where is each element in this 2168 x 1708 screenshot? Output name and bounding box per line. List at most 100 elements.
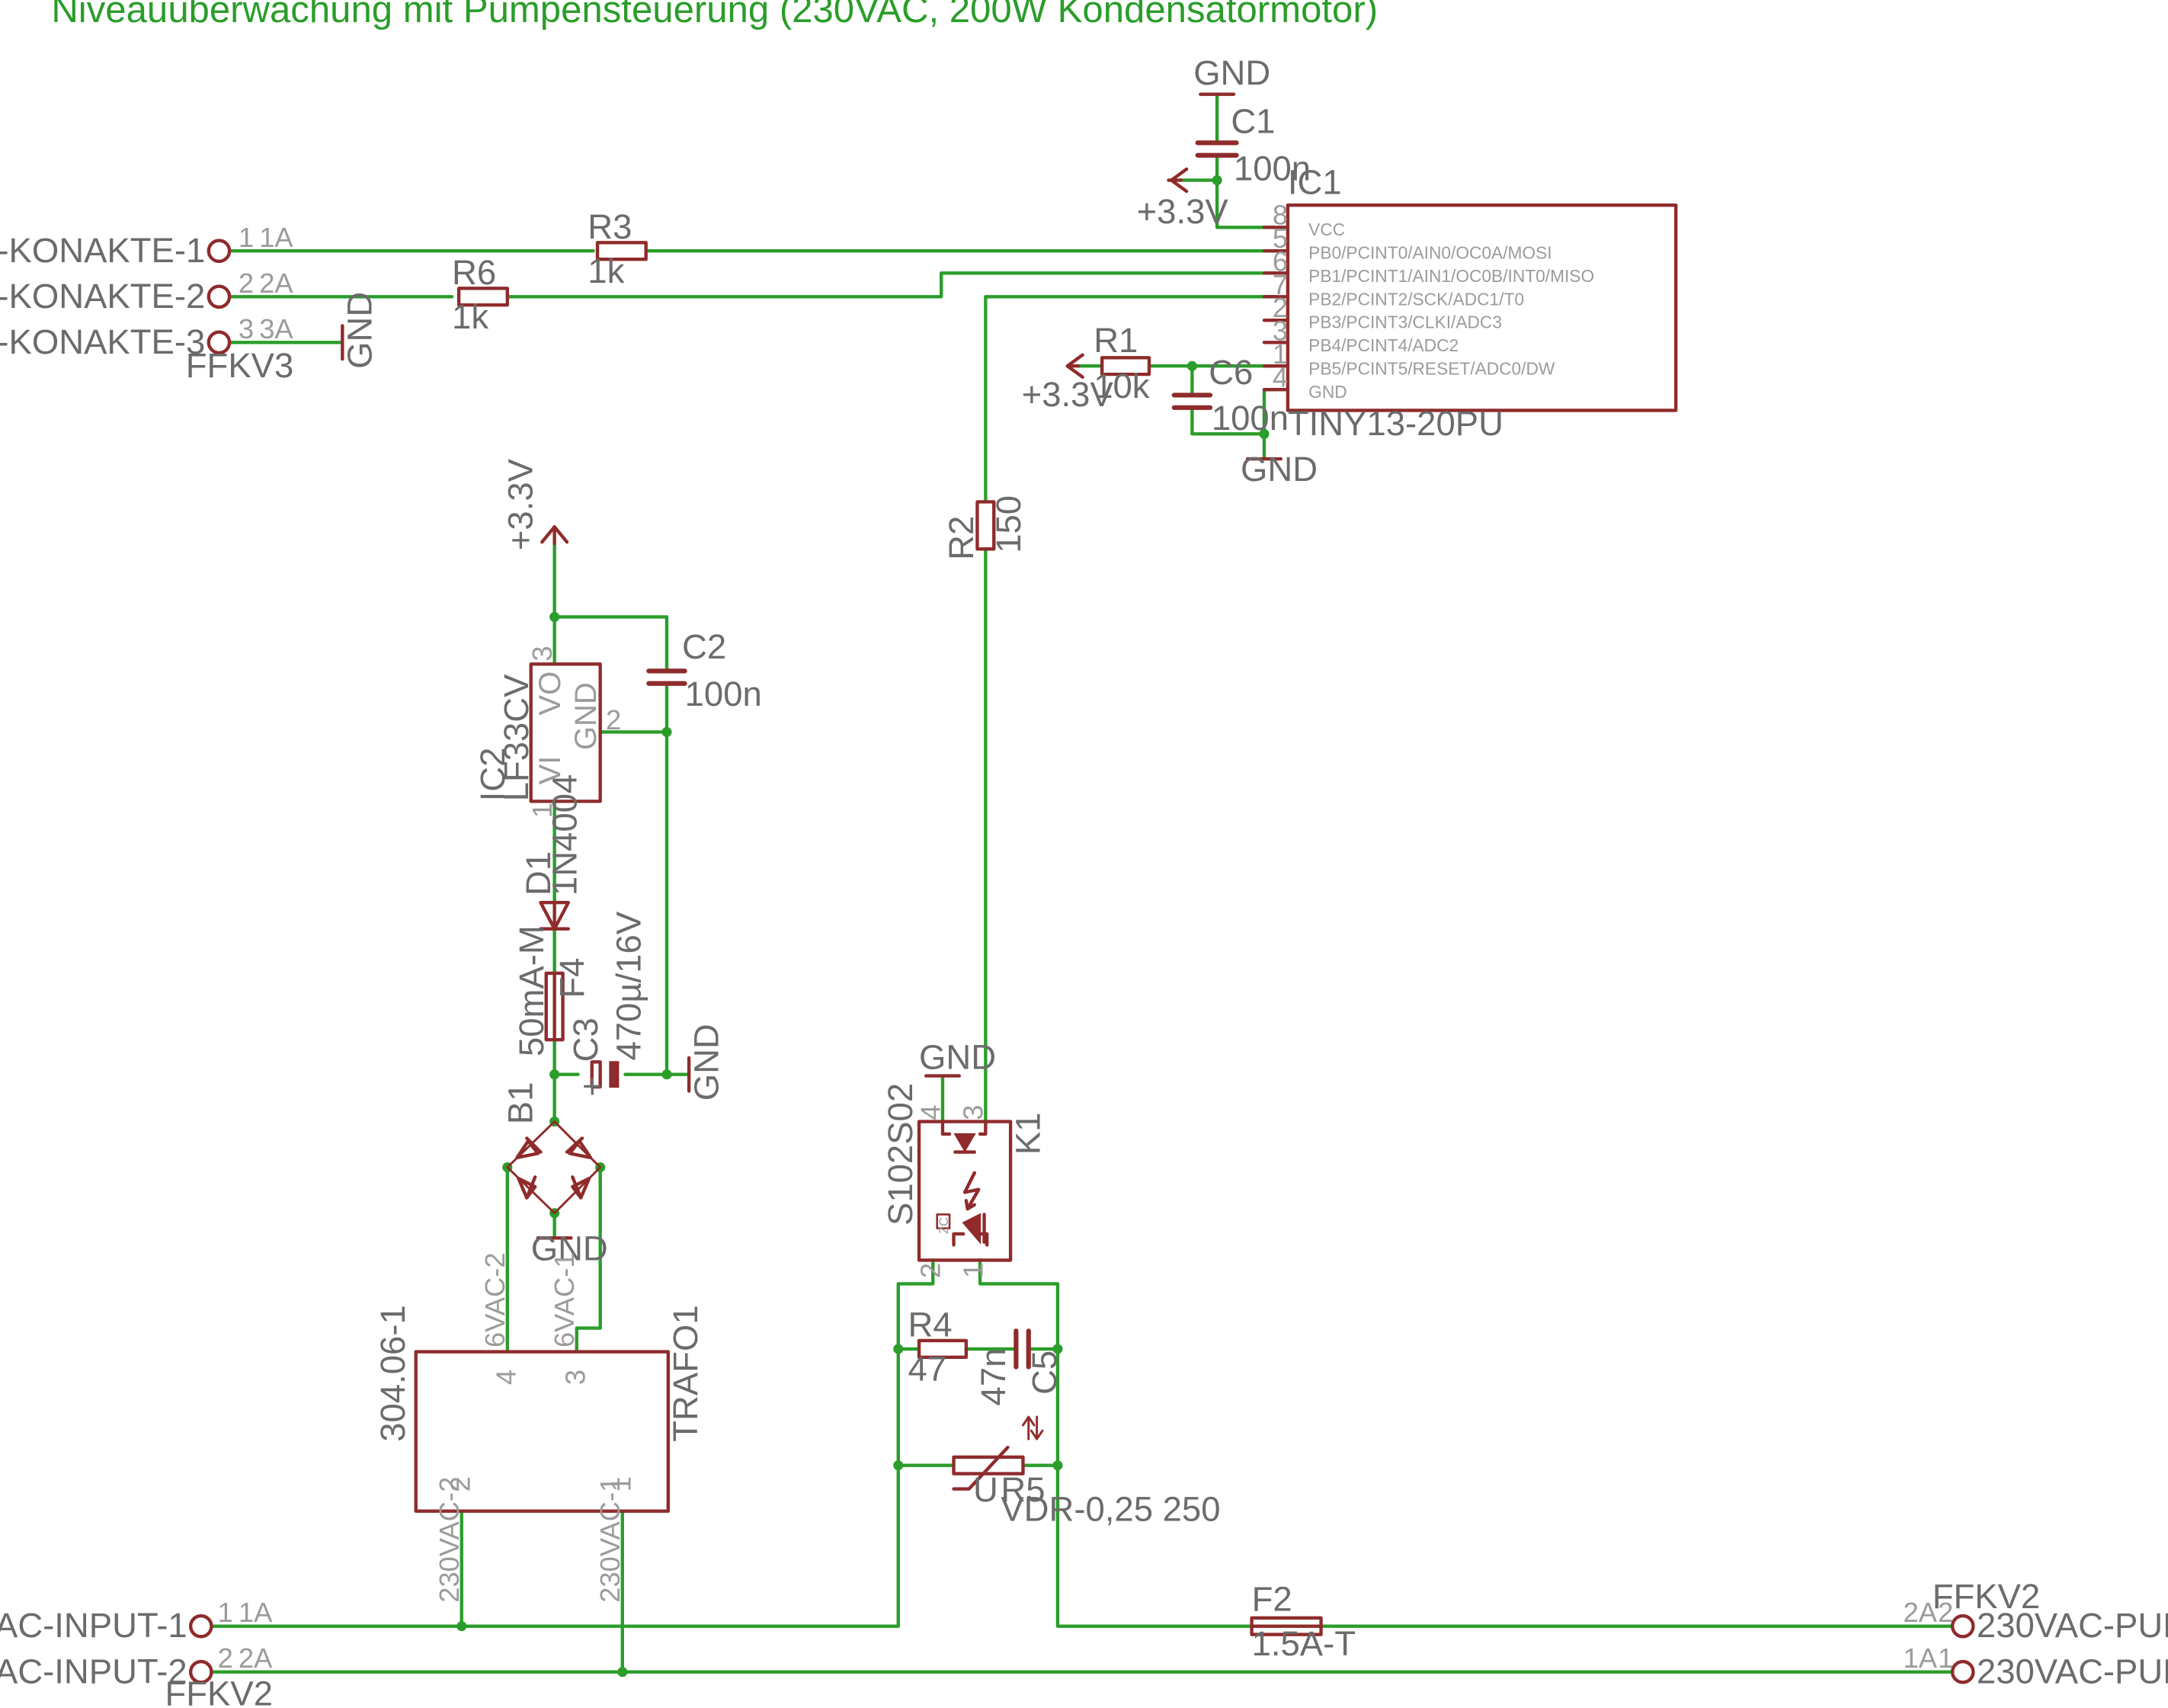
pump-label-1: 230VAC-PUMPE-1	[1977, 1652, 2168, 1690]
r2-value: 150	[989, 495, 1028, 553]
v33-label-c1: +3.3V	[1137, 192, 1229, 231]
fuse-f2: F2 1.5A-T	[1250, 1580, 1356, 1663]
input-connector: 230VAC-INPUT-1 230VAC-INPUT-2 1 1A 2 2A …	[0, 1597, 273, 1708]
ic1-pin-number: 1	[1273, 338, 1288, 370]
v33-label-ldo: +3.3V	[501, 458, 540, 550]
k1-pin-4: 4	[914, 1105, 946, 1120]
f4-value: 50mA-M	[512, 925, 551, 1056]
k1-value: S102S02	[881, 1083, 920, 1226]
ic2-pin-3: 3	[527, 646, 558, 661]
ic2-pin-1: 1	[527, 803, 558, 818]
r1-value: 10k	[1094, 367, 1150, 405]
varistor-r5: U R5 VDR-0,25 250	[952, 1415, 1221, 1528]
ic2-name: IC2	[473, 748, 512, 802]
input-label-1: 230VAC-INPUT-1	[0, 1606, 187, 1645]
r5-value: VDR-0,25 250	[1001, 1489, 1220, 1528]
reed-pin-1: 1	[239, 222, 254, 253]
k1-pin-2: 2	[914, 1263, 946, 1278]
r5-u-symbol: U	[973, 1470, 998, 1509]
ic1-pin-number: 4	[1273, 361, 1288, 393]
k1-zc-label: ZC	[937, 1217, 951, 1234]
ic1-attiny13: IC1 TINY13-20PU	[1262, 163, 1678, 443]
v33-arrow-ldo: +3.3V	[501, 458, 569, 550]
trafo-value: 304.06-1	[373, 1305, 412, 1442]
capacitor-c5: 47n C5	[974, 1328, 1064, 1405]
reed-pin-2: 2	[239, 268, 254, 299]
trafo-pin-2: 2	[445, 1476, 476, 1492]
c2-value: 100n	[685, 675, 762, 713]
regulator-ic2: VO GND VI 3 2 1 IC2 LF33CV	[473, 646, 621, 818]
gnd-label-b1: GND	[531, 1229, 608, 1267]
ic1-pin-number: 6	[1273, 245, 1288, 277]
ic2-gnd-label: GND	[569, 682, 603, 750]
ic1-pin-label: GND	[1308, 382, 1347, 402]
capacitor-c2: C2 100n	[646, 627, 762, 713]
ic2-pin-2: 2	[606, 704, 621, 735]
gnd-symbol-reed: GND	[341, 292, 379, 369]
reed-label-1: REED-KONAKTE-1	[0, 231, 205, 270]
ic1-pin-number: 2	[1273, 292, 1288, 323]
r5-name: R5	[1001, 1470, 1045, 1509]
c1-value: 100n	[1234, 149, 1311, 187]
ic2-vi-label: VI	[533, 756, 567, 785]
capacitor-c3: + C3 470µ/16V	[566, 911, 648, 1105]
gnd-label-k1: GND	[919, 1037, 996, 1076]
resistor-r3: R3 1k	[588, 207, 648, 290]
c3-name: C3	[566, 1017, 605, 1062]
ic1-pin-label: PB5/PCINT5/RESET/ADC0/DW	[1308, 358, 1555, 378]
ic1-pin-label: VCC	[1308, 220, 1345, 239]
r6-name: R6	[452, 253, 496, 292]
ic2-vo-label: VO	[533, 671, 567, 716]
net-6vac-2: 6VAC-2	[479, 1252, 511, 1347]
bridge-rectifier-b1: B1 GND	[501, 1082, 608, 1268]
fuse-f4: F4 50mA-M	[512, 925, 591, 1056]
pump-pad-1: 1A	[1904, 1642, 1938, 1674]
c1-name: C1	[1231, 102, 1275, 141]
c3-value: 470µ/16V	[609, 911, 648, 1060]
pump-label-2: 230VAC-PUMPE-2	[1977, 1606, 2168, 1645]
gnd-symbol-c3: GND	[687, 1024, 725, 1101]
capacitor-c1: GND C1 100n +3.3V	[1137, 53, 1311, 231]
d1-name: D1	[519, 851, 558, 896]
c6-name: C6	[1209, 353, 1253, 392]
gnd-label-c3: GND	[687, 1024, 725, 1101]
gnd-label-c1: GND	[1193, 53, 1270, 92]
trafo-pin-4: 4	[491, 1370, 522, 1385]
b1-name: B1	[501, 1082, 540, 1125]
ic1-pin-label: PB2/PCINT2/SCK/ADC1/T0	[1308, 289, 1524, 309]
ic2-value: LF33CV	[497, 674, 536, 801]
schematic-title: Niveauüberwachung mit Pumpensteuerung (2…	[51, 0, 1378, 30]
ic1-pin-number: 3	[1273, 316, 1288, 347]
r3-value: 1k	[588, 252, 624, 290]
pump-connector: 230VAC-PUMPE-2 230VAC-PUMPE-1 2A 2 1A 1 …	[1904, 1577, 2168, 1690]
reed-label-3: REED-KONAKTE-3	[0, 322, 205, 361]
r1-name: R1	[1094, 321, 1138, 360]
resistor-r2: R2 150	[942, 495, 1028, 560]
k1-pin-1: 1	[958, 1263, 989, 1278]
ic1-pin-number: 5	[1273, 223, 1288, 254]
f4-name: F4	[552, 958, 591, 998]
trafo-pin-3: 3	[560, 1370, 591, 1385]
ic1-pin-label: PB0/PCINT0/AIN0/OC0A/MOSI	[1308, 243, 1552, 263]
pump-pad-2: 2A	[1904, 1597, 1938, 1628]
input-label-2: 230VAC-INPUT-2	[0, 1652, 187, 1690]
input-pad-1: 1A	[239, 1597, 273, 1628]
input-connector-part: FFKV2	[165, 1674, 274, 1708]
reed-pad-1: 1A	[259, 222, 293, 253]
resistor-r4: R4 47	[908, 1306, 969, 1389]
wires	[210, 92, 1954, 1674]
pump-connector-part: FFKV2	[1933, 1577, 2041, 1616]
transformer-trafo1: 4 3 2 1 304.06-1 TRAFO1 6VAC-2 6VAC-1 23…	[373, 1252, 705, 1602]
reed-connector: REED-KONAKTE-1 REED-KONAKTE-2 REED-KONAK…	[0, 222, 293, 385]
d1-value: 1N4004	[546, 774, 584, 896]
pump-pin-1: 1	[1938, 1642, 1953, 1674]
net-6vac-1: 6VAC-1	[549, 1252, 580, 1347]
input-pad-2: 2A	[239, 1642, 273, 1674]
c5-name: C5	[1025, 1351, 1064, 1395]
r2-name: R2	[942, 516, 981, 560]
gnd-label-ic1: GND	[1241, 450, 1318, 489]
capacitor-c6: C6 100n GND	[1171, 353, 1318, 489]
ic1-pin-label: PB4/PCINT4/ADC2	[1308, 335, 1459, 355]
reed-pad-3: 3A	[259, 313, 293, 344]
